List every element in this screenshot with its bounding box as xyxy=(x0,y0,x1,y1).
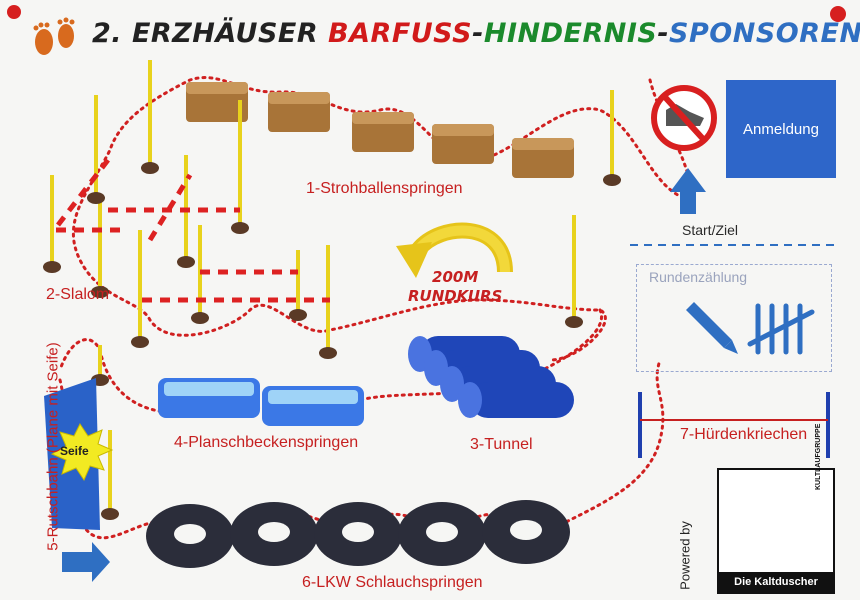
no-shoes-icon xyxy=(651,85,717,151)
station-1-label: 1-Strohballenspringen xyxy=(306,180,463,197)
arrow-up-icon xyxy=(670,168,706,214)
registration-label: Anmeldung xyxy=(743,120,819,138)
soap-label: Seife xyxy=(60,444,89,458)
arrow-right-icon xyxy=(62,542,110,582)
kaltduscher-logo: KULTLAUFGRUPPE Die Kaltduscher xyxy=(717,424,835,594)
footprints-icon xyxy=(33,17,75,55)
station-3-label: 3-Tunnel xyxy=(470,436,533,453)
page-title: 2. ERZHÄUSER BARFUSS-HINDERNIS-SPONSOREN… xyxy=(92,18,860,49)
start-finish-label: Start/Ziel xyxy=(682,222,739,238)
powered-by-label: Powered by xyxy=(677,521,693,590)
logo-side-text: KULTLAUFGRUPPE xyxy=(815,423,822,490)
title-part-4: SPONSORENLAUF xyxy=(669,18,860,49)
slalom-poles xyxy=(43,60,621,520)
tally-marks-icon xyxy=(747,303,815,355)
thumbtack-icon xyxy=(830,6,846,22)
rundkurs-text: RUNDKURS xyxy=(408,287,503,305)
station-4-label: 4-Planschbeckenspringen xyxy=(174,434,359,451)
hurdle xyxy=(638,392,830,458)
pencil-icon xyxy=(686,302,738,354)
lap-counting-label: Rundenzählung xyxy=(649,269,748,285)
tunnels xyxy=(408,336,574,418)
station-6-label: 6-LKW Schlauchspringen xyxy=(302,574,483,591)
straw-bales xyxy=(186,82,574,178)
station-2-label: 2-Slalom xyxy=(46,286,110,303)
rundkurs-distance: 200M xyxy=(432,268,479,286)
title-part-1: 2. ERZHÄUSER xyxy=(92,18,319,49)
title-dash-2: - xyxy=(657,18,670,49)
rundkurs-label: 200M RUNDKURS xyxy=(408,268,502,306)
truck-tubes xyxy=(146,500,570,568)
registration-box: Anmeldung xyxy=(726,80,836,178)
curved-arrow-icon xyxy=(396,222,513,278)
lap-counting-box: Rundenzählung xyxy=(636,264,832,372)
title-part-2: BARFUSS xyxy=(328,18,473,49)
soap-star xyxy=(50,423,114,482)
thumbtack-icon xyxy=(7,5,21,19)
paddling-pools xyxy=(158,378,364,426)
title-part-3: HINDERNIS xyxy=(483,18,658,49)
station-7-label: 7-Hürdenkriechen xyxy=(680,426,808,443)
title-dash-1: - xyxy=(472,18,484,49)
station-5-label: 5-Rutschbahn (Plane mit Seife) xyxy=(44,342,62,551)
logo-name: Die Kaltduscher xyxy=(719,572,833,592)
